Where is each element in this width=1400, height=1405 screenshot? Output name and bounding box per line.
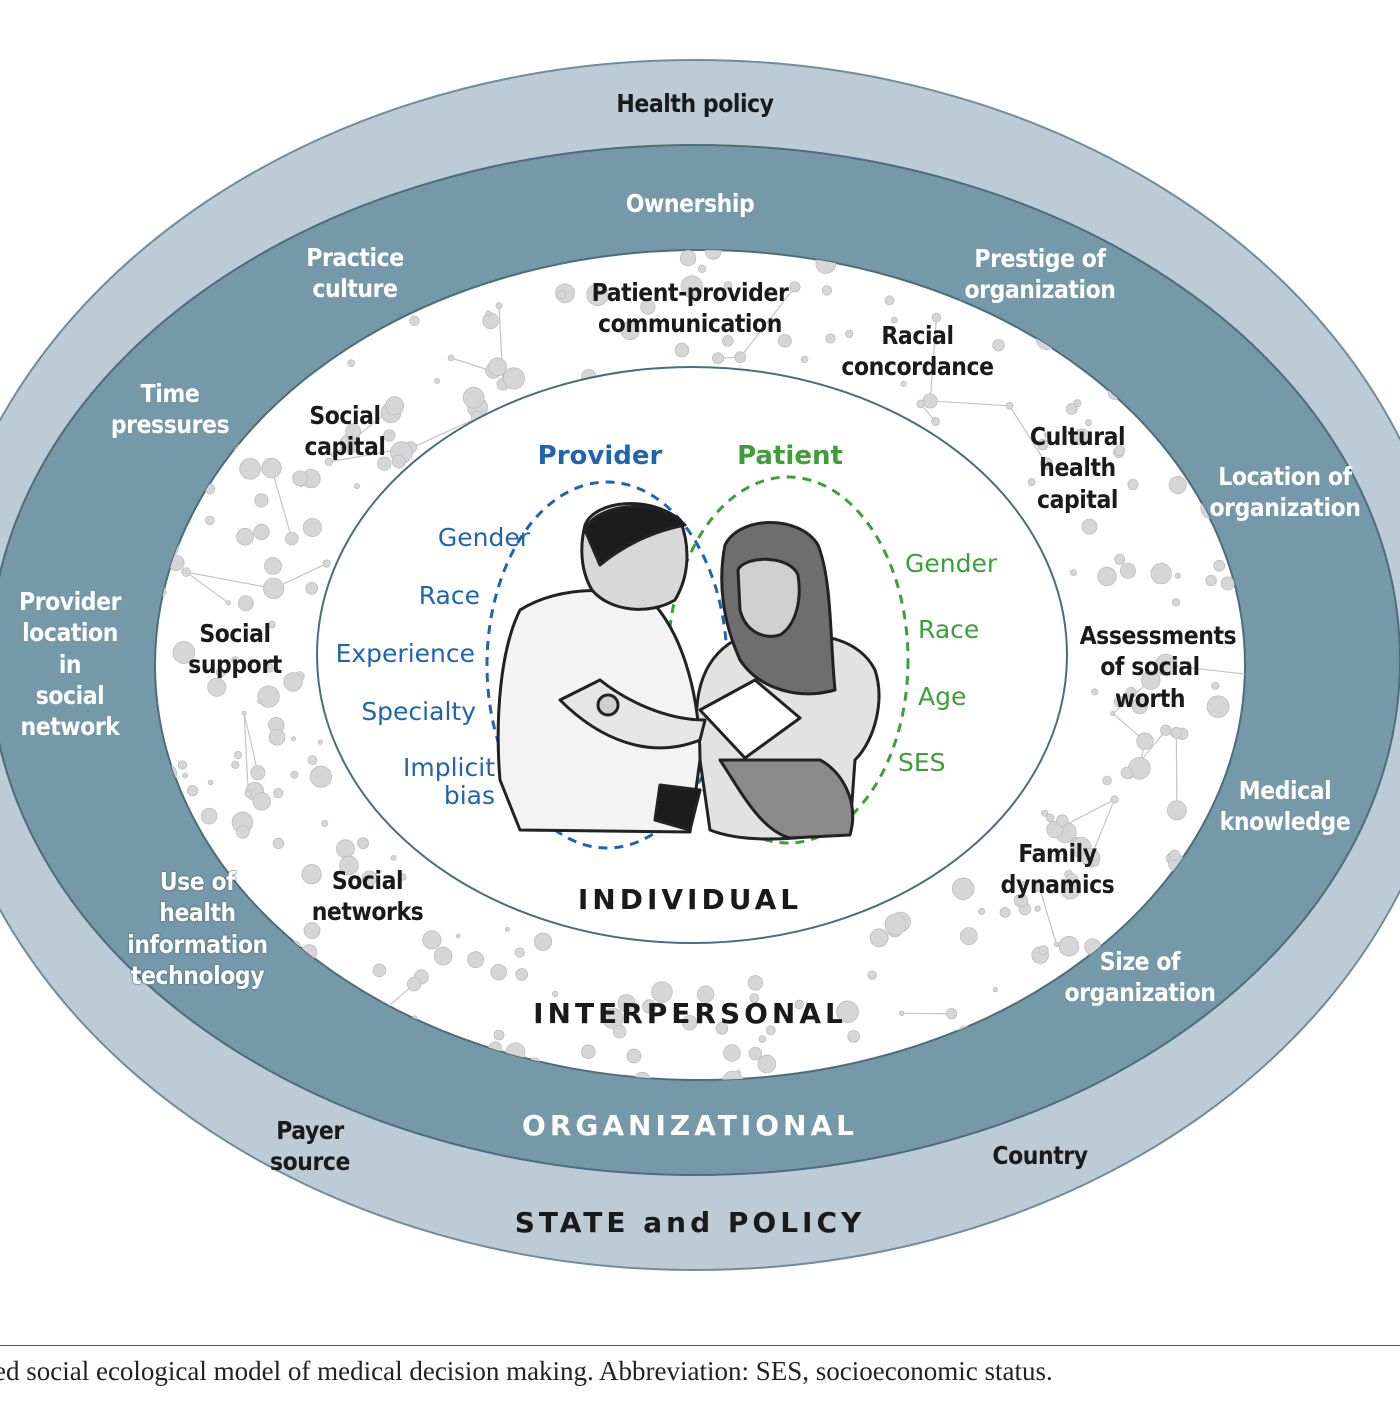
patient-trait: Race bbox=[918, 614, 1008, 645]
level-interpersonal: INTERPERSONAL bbox=[490, 996, 890, 1031]
figure-caption: ed social ecological model of medical de… bbox=[0, 1352, 1400, 1392]
patient-trait: SES bbox=[898, 747, 988, 778]
provider-trait: Experience bbox=[300, 638, 475, 669]
caption-text: ed social ecological model of medical de… bbox=[0, 1356, 1053, 1387]
label-size-org: Size of organization bbox=[1052, 946, 1228, 1009]
label-health-policy: Health policy bbox=[576, 88, 814, 119]
label-cultural-capital: Cultural health capital bbox=[1018, 421, 1137, 515]
label-location-org: Location of organization bbox=[1193, 461, 1378, 524]
level-state-policy: STATE and POLICY bbox=[490, 1205, 890, 1240]
label-racial-concordance: Racial concordance bbox=[841, 320, 995, 383]
provider-trait: Gender bbox=[380, 522, 530, 553]
label-country: Country bbox=[970, 1140, 1111, 1171]
label-communication: Patient-provider communication bbox=[584, 277, 795, 340]
label-payer-source: Payer source bbox=[248, 1115, 371, 1178]
patient-trait: Age bbox=[918, 681, 1008, 712]
provider-trait: Specialty bbox=[300, 696, 476, 727]
level-individual: INDIVIDUAL bbox=[540, 882, 840, 917]
level-organizational: ORGANIZATIONAL bbox=[490, 1108, 890, 1143]
label-family-dynamics: Family dynamics bbox=[998, 838, 1117, 901]
provider-heading: Provider bbox=[530, 440, 670, 473]
provider-trait: Race bbox=[330, 580, 480, 611]
label-provider-location: Provider location in social network bbox=[8, 586, 131, 742]
caption-rule bbox=[0, 1345, 1400, 1346]
label-health-it: Use of health information technology bbox=[121, 866, 275, 991]
label-time-pressures: Time pressures bbox=[100, 378, 241, 441]
provider-trait: Implicit bias bbox=[345, 754, 495, 809]
label-social-capital: Social capital bbox=[288, 400, 402, 463]
label-social-support: Social support bbox=[178, 618, 292, 681]
label-social-worth: Assessments of social worth bbox=[1080, 620, 1221, 714]
label-practice-culture: Practice culture bbox=[280, 242, 430, 305]
label-ownership: Ownership bbox=[602, 188, 778, 219]
label-medical-knowledge: Medical knowledge bbox=[1210, 775, 1360, 838]
patient-trait: Gender bbox=[905, 548, 1015, 579]
label-social-networks: Social networks bbox=[308, 865, 427, 928]
label-prestige: Prestige of organization bbox=[952, 243, 1128, 306]
patient-heading: Patient bbox=[720, 440, 860, 473]
